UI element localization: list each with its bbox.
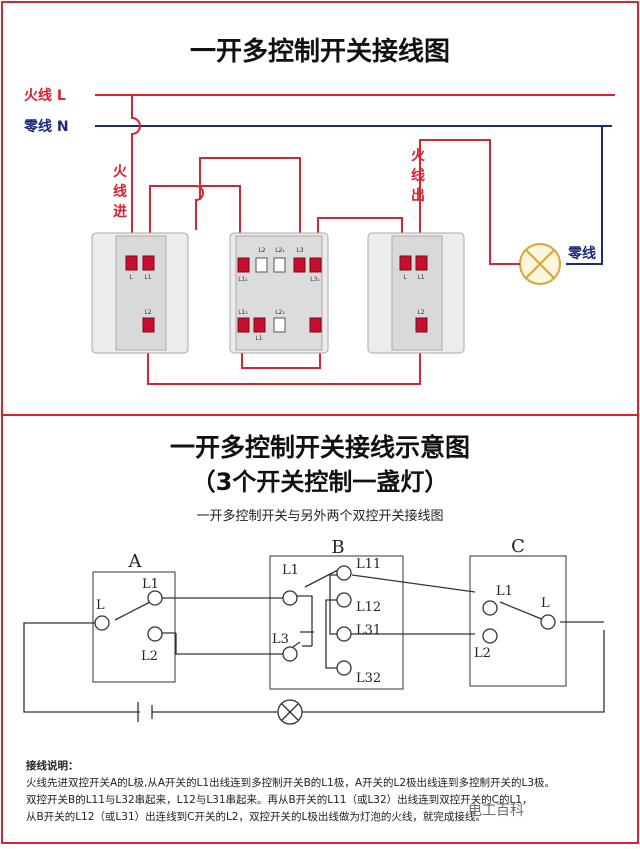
box-a-name: A	[128, 551, 143, 572]
a-terminal-l1	[147, 590, 163, 606]
switch-a-label-l: L	[129, 274, 133, 281]
a-terminal-l2	[147, 626, 163, 642]
c-label-l2: L2	[474, 646, 491, 661]
c-label-l: L	[541, 596, 550, 611]
lamp-icon	[519, 243, 561, 285]
switch-b-label-l22: L2₂	[275, 309, 285, 316]
wire-b-l2	[199, 157, 301, 262]
switch-b-terminal-4	[293, 257, 306, 273]
a-label-l1: L1	[142, 577, 159, 592]
switch-c-terminal-l	[399, 255, 412, 271]
switch-a-terminal-l2	[142, 317, 155, 333]
b-terminal-l3	[282, 646, 298, 662]
notes-line-1: 火线先进双控开关A的L极,从A开关的L1出线连到多控制开关B的L1极，A开关的L…	[26, 777, 556, 789]
switch-c-terminal-l2	[415, 317, 428, 333]
bottom-title-2: （3个开关控制一盏灯）	[192, 468, 449, 496]
switch-b-label-l1: L1	[255, 335, 262, 342]
switch-c-body: L L1 L2	[367, 232, 465, 354]
notes-line-3: 从B开关的L12（或L31）出连线到C开关的L2，双控开关的L极出线做为灯泡的火…	[26, 811, 486, 823]
a-label-l: L	[96, 598, 105, 613]
live-in-char-1: 火	[113, 164, 128, 180]
box-c-name: C	[511, 536, 525, 557]
switch-b-terminal-3	[273, 257, 286, 273]
box-b-name: B	[331, 537, 344, 558]
b-label-l12: L12	[356, 600, 381, 615]
switch-c-label-l1: L1	[417, 274, 424, 281]
live-in-char-2: 线	[113, 183, 127, 200]
box-c	[469, 555, 567, 687]
b-label-l32: L32	[356, 671, 381, 686]
b-terminal-l31	[336, 626, 352, 642]
switch-a-label-l2: L2	[144, 309, 151, 316]
wiring-notes: 接线说明： 火线先进双控开关A的L极,从A开关的L1出线连到多控制开关B的L1极…	[26, 758, 626, 826]
notes-heading: 接线说明：	[26, 760, 79, 772]
schematic-wires	[23, 569, 605, 722]
switch-b-label-top-2: L2₁	[275, 247, 285, 254]
switch-b-body: L2 L2₁ L3 L1₁ L3₁ L2₂ L1₂ L1	[229, 232, 329, 354]
switch-a-label-l1: L1	[144, 274, 151, 281]
b-terminal-l32	[336, 660, 352, 676]
box-a	[92, 571, 176, 683]
c-label-l1: L1	[496, 584, 513, 599]
switch-b-label-top-1: L2	[258, 247, 265, 254]
switch-b-label-l31: L3₁	[310, 276, 320, 283]
a-label-l2: L2	[141, 649, 158, 664]
b-label-l3: L3	[272, 632, 289, 647]
switch-b-label-top-3: L3	[296, 247, 303, 254]
switch-b-terminal-7	[253, 317, 266, 333]
live-label: 火线 L	[24, 87, 66, 104]
switch-b-label-l11: L1₁	[238, 276, 248, 283]
switch-a-terminal-l	[125, 255, 138, 271]
switch-b-label-l12: L1₂	[238, 309, 248, 316]
switch-b-terminal-9	[309, 317, 322, 333]
b-terminal-l1	[282, 590, 298, 606]
switch-a-body: L L1 L2	[91, 232, 189, 354]
switch-a-terminal-l1	[142, 255, 155, 271]
bottom-title: 一开多控制开关接线示意图	[170, 433, 470, 462]
live-in-label: 火 线 进	[113, 164, 128, 220]
schematic-lamp-icon	[277, 699, 303, 725]
b-label-l11: L11	[356, 557, 381, 572]
notes-line-2: 双控开关B的L11与L32串起来，L12与L31串起来。再从B开关的L11（或L…	[26, 794, 533, 806]
top-title: 一开多控制开关接线图	[190, 37, 450, 67]
bottom-subtitle: 一开多控制开关与另外两个双控开关接线图	[196, 508, 443, 524]
box-b	[269, 555, 404, 690]
c-terminal-l2	[482, 628, 498, 644]
switch-c-label-l2: L2	[417, 309, 424, 316]
lamp-neutral-wire	[566, 126, 603, 265]
live-out-char-1: 火	[411, 148, 426, 164]
live-out-wire	[419, 139, 520, 265]
b-terminal-l11	[336, 565, 352, 581]
watermark: 电工百科	[468, 803, 524, 819]
switch-b-terminal-8	[273, 317, 286, 333]
live-out-char-2: 线	[411, 167, 425, 184]
switch-b-terminal-1	[237, 257, 250, 273]
switch-b-terminal-6	[237, 317, 250, 333]
switch-b-terminal-2	[255, 257, 268, 273]
neutral-label: 零线 N	[23, 118, 69, 135]
live-out-char-3: 出	[411, 187, 425, 204]
switch-b-terminal-5	[309, 257, 322, 273]
switch-c-label-l: L	[403, 274, 407, 281]
live-in-wire	[131, 95, 141, 248]
c-terminal-l	[540, 614, 556, 630]
a-terminal-l	[94, 615, 110, 631]
live-out-label: 火 线 出	[411, 148, 426, 204]
live-in-char-3: 进	[113, 204, 127, 220]
b-label-l1: L1	[282, 563, 299, 578]
b-label-l31: L31	[356, 623, 381, 638]
c-terminal-l1	[482, 600, 498, 616]
lamp-neutral-label: 零线	[567, 245, 596, 262]
switch-c-terminal-l1	[415, 255, 428, 271]
b-terminal-l12	[336, 592, 352, 608]
